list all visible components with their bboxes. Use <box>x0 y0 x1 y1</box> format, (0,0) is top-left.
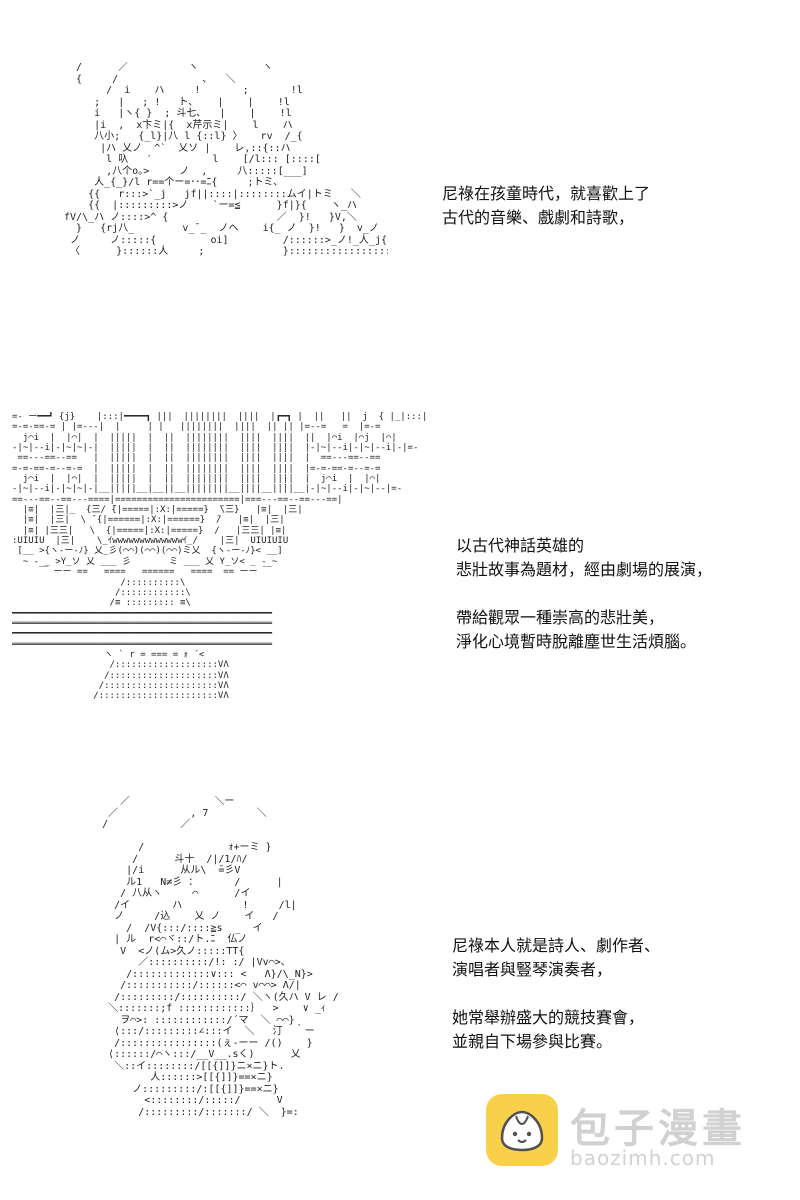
caption-2: 以古代神話英雄的 悲壯故事為題材，經由劇場的展演， 帶給觀眾一種崇高的悲壯美， … <box>456 536 713 651</box>
steamed-bun-icon <box>486 1094 558 1166</box>
ascii-art-adult-portrait: ／ ＼ー ／ , 7 ＼ / ／ / ｫ+ーミ } / 斗十 /|/1/ﾊ/ |… <box>102 796 339 1118</box>
caption-1: 尼祿在孩童時代，就喜歡上了 古代的音樂、戲劇和詩歌， <box>442 184 651 227</box>
ascii-art-child-portrait: / ／ ヽ ｀ヽ { / ､ ＼ / i ハ ! ; !l ; | ; ! ト､… <box>64 62 388 257</box>
watermark-title: 包子漫畫 <box>570 1106 746 1152</box>
watermark-url: baozimh.com <box>570 1146 716 1170</box>
ascii-art-theater: =- ー━━┛ {j} |:::|━━━━┓ ||| |||||||| ||||… <box>12 412 428 702</box>
caption-3: 尼祿本人就是詩人、劇作者、 演唱者與豎琴演奏者， 她常舉辦盛大的競技賽會， 並親… <box>452 936 661 1051</box>
watermark: 包子漫畫 baozimh.com <box>486 1094 786 1184</box>
